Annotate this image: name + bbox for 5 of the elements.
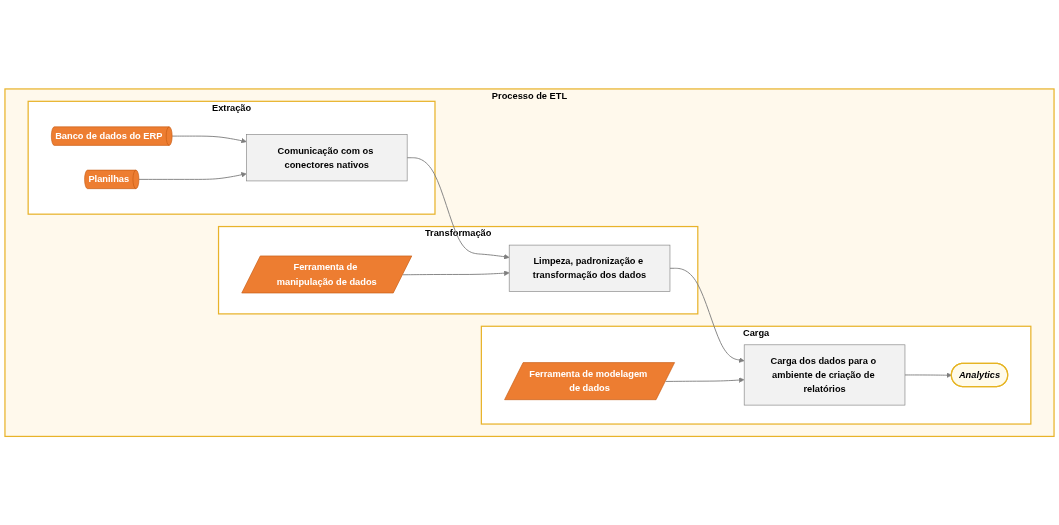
node-text: Banco de dados do ERP [55, 130, 163, 141]
node-box: Comunicação com os conectores nativos [246, 134, 408, 182]
node-box: Limpeza, padronização e transformação dos dados [508, 244, 671, 292]
node-box: Carga dos dados para o ambiente de criação de relatórios [743, 344, 906, 406]
node-text: Planilhas [88, 173, 130, 184]
